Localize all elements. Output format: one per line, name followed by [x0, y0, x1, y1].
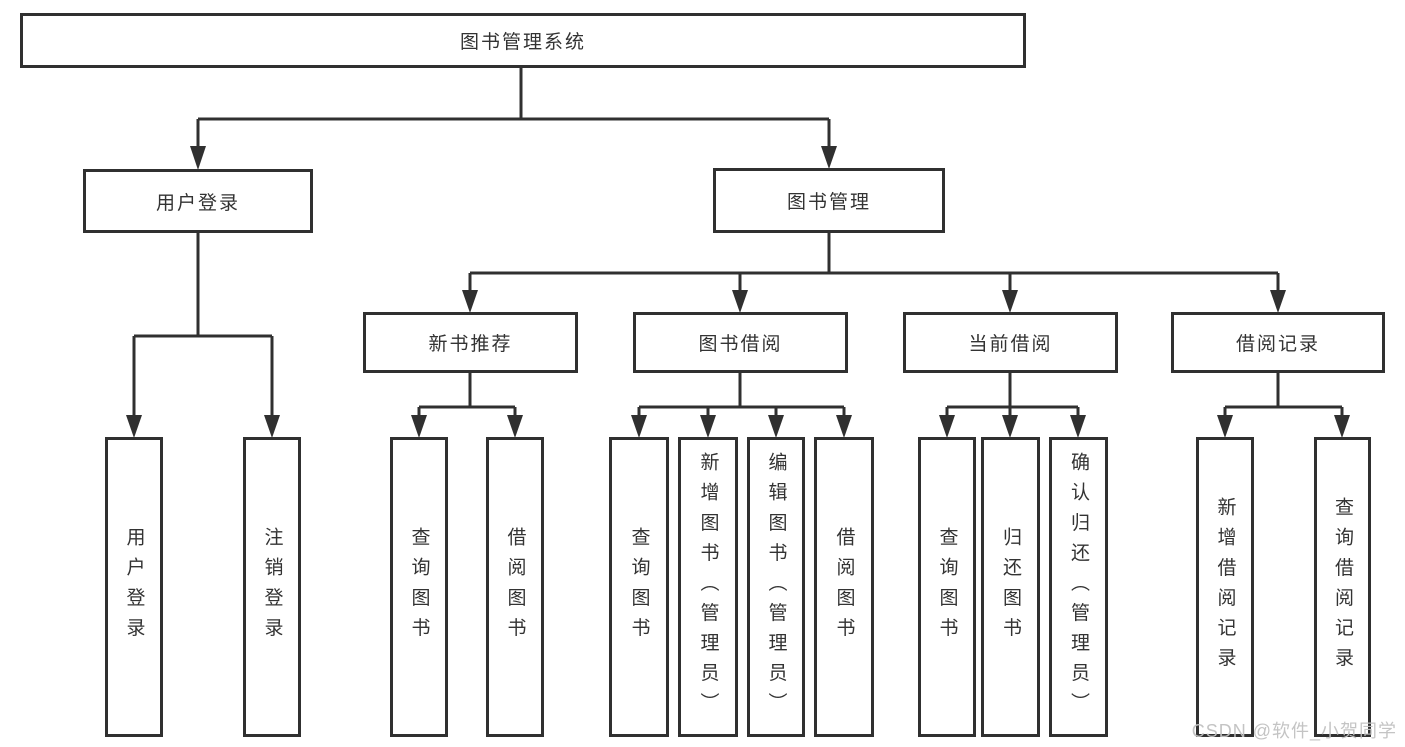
node-label: 图书管理: [786, 192, 871, 213]
node-user-login: 用户登录: [83, 169, 313, 233]
node-label: 图书管理系统: [459, 32, 586, 53]
node-label: 新书推荐: [428, 334, 513, 355]
node-label: 查询图书: [628, 526, 650, 648]
csdn-watermark: CSDN @软件_小贺同学: [1191, 721, 1397, 741]
node-new-book-recommend: 新书推荐: [363, 312, 578, 373]
node-label: 图书借阅: [698, 334, 783, 355]
node-label: 查询借阅记录: [1332, 496, 1353, 678]
node-borrow-records: 借阅记录: [1171, 312, 1385, 373]
node-label: 查询图书: [408, 526, 430, 648]
leaf-return-book: 归还图书: [981, 437, 1040, 737]
leaf-confirm-return-admin: 确认归还（管理员）: [1049, 437, 1108, 737]
leaf-query-books-current: 查询图书: [918, 437, 976, 737]
leaf-user-login: 用户登录: [105, 437, 163, 737]
node-book-borrow: 图书借阅: [633, 312, 848, 373]
node-label: 新增借阅记录: [1214, 496, 1236, 678]
leaf-borrow-books-recommend: 借阅图书: [486, 437, 544, 737]
node-label: 确认归还（管理员）: [1068, 451, 1089, 723]
node-label: 新增图书（管理员）: [697, 451, 719, 723]
node-label: 查询图书: [936, 526, 958, 648]
node-label: 注销登录: [261, 526, 283, 648]
node-book-management: 图书管理: [713, 168, 945, 233]
node-label: 编辑图书（管理员）: [765, 451, 787, 723]
node-label: 借阅图书: [833, 526, 855, 648]
node-label: 用户登录: [123, 526, 145, 648]
leaf-query-books-recommend: 查询图书: [390, 437, 448, 737]
node-label: 当前借阅: [968, 334, 1053, 355]
leaf-add-borrow-record: 新增借阅记录: [1196, 437, 1254, 737]
leaf-logout: 注销登录: [243, 437, 301, 737]
node-current-borrow: 当前借阅: [903, 312, 1118, 373]
leaf-edit-book-admin: 编辑图书（管理员）: [747, 437, 805, 737]
node-root-library-system: 图书管理系统: [20, 13, 1026, 68]
leaf-query-books-borrow: 查询图书: [609, 437, 669, 737]
leaf-borrow-books: 借阅图书: [814, 437, 874, 737]
node-label: 借阅图书: [504, 526, 526, 648]
node-label: 借阅记录: [1235, 334, 1320, 355]
leaf-add-book-admin: 新增图书（管理员）: [678, 437, 738, 737]
leaf-query-borrow-record: 查询借阅记录: [1314, 437, 1371, 737]
node-label: 用户登录: [155, 192, 240, 214]
node-label: 归还图书: [1000, 526, 1021, 648]
